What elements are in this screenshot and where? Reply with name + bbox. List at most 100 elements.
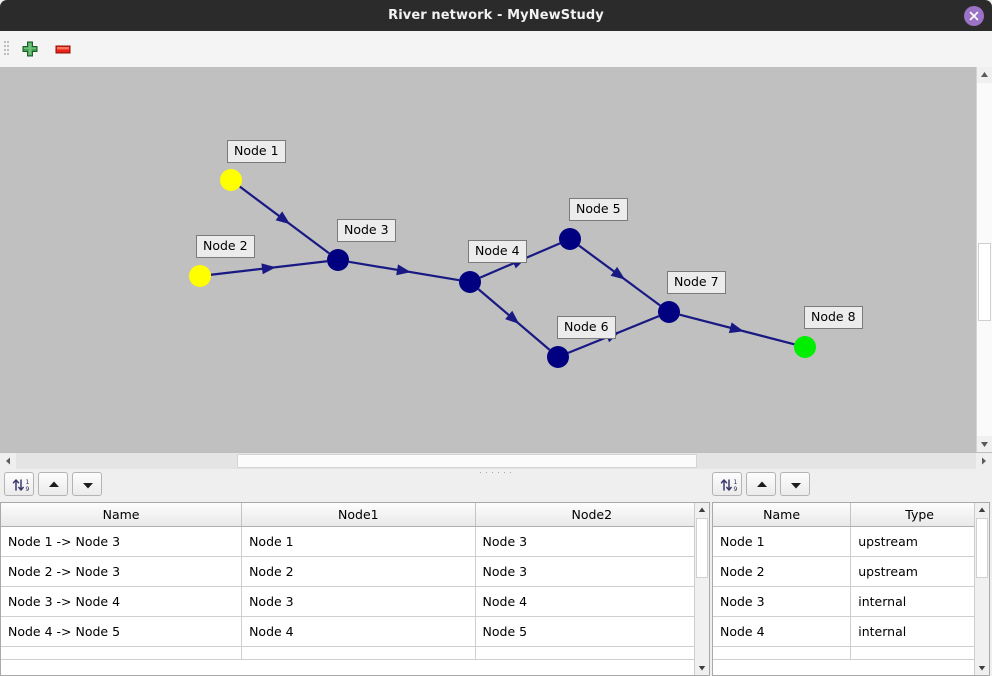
reaches-vscroll-up-arrow[interactable]	[695, 503, 709, 518]
splitter-grip	[480, 472, 516, 474]
nodes-cell[interactable]	[713, 646, 852, 660]
node-label-node8[interactable]: Node 8	[804, 306, 863, 329]
reaches-column-header[interactable]: Node1	[241, 503, 476, 527]
node-label-node6[interactable]: Node 6	[557, 316, 616, 339]
reaches-cell[interactable]	[475, 646, 709, 660]
node-label-node2[interactable]: Node 2	[196, 235, 255, 258]
reaches-sort-icon[interactable]: 1 9	[4, 472, 34, 496]
edge-arrow	[728, 322, 744, 334]
nodes-vscroll-up-arrow[interactable]	[975, 503, 989, 518]
reaches-vscroll-down-arrow[interactable]	[695, 660, 709, 675]
nodes-move-up-button[interactable]	[746, 472, 776, 496]
network-canvas[interactable]: Node 1 Node 2 Node 3 Node 4 Node 5 Node 6 Node…	[0, 67, 992, 452]
reaches-vscroll-thumb[interactable]	[696, 518, 708, 578]
nodes-cell[interactable]: upstream	[850, 526, 989, 557]
nodes-layer	[189, 169, 816, 368]
nodes-cell[interactable]: internal	[850, 586, 989, 617]
nodes-cell[interactable]: Node 4	[713, 616, 852, 647]
reaches-move-up-button[interactable]	[38, 472, 68, 496]
reaches-cell[interactable]: Node 5	[475, 616, 709, 647]
reaches-cell[interactable]: Node 4 -> Node 5	[1, 616, 243, 647]
edge-arrow	[505, 310, 520, 325]
hscroll-right-arrow[interactable]	[976, 453, 992, 469]
reaches-cell[interactable]: Node 2 -> Node 3	[1, 556, 243, 587]
hscroll-thumb[interactable]	[237, 454, 697, 468]
nodes-column-header[interactable]: Type	[850, 503, 989, 527]
node-node1[interactable]	[220, 169, 242, 191]
svg-text:9: 9	[26, 486, 30, 493]
node-node3[interactable]	[327, 249, 349, 271]
reaches-vertical-scrollbar[interactable]	[694, 503, 709, 675]
node-label-node4[interactable]: Node 4	[468, 240, 527, 263]
reaches-move-down-button[interactable]	[72, 472, 102, 496]
node-node6[interactable]	[547, 346, 569, 368]
reaches-cell[interactable]: Node 4	[475, 586, 709, 617]
reaches-cell[interactable]: Node 2	[241, 556, 476, 587]
reaches-cell[interactable]: Node 3	[475, 556, 709, 587]
edge-arrow	[610, 266, 626, 280]
reaches-cell[interactable]	[1, 646, 243, 660]
nodes-sort-icon[interactable]: 1 9	[712, 472, 742, 496]
nodes-cell[interactable]	[850, 646, 989, 660]
close-icon[interactable]	[964, 6, 984, 26]
edges-layer	[210, 185, 795, 354]
node-node2[interactable]	[189, 265, 211, 287]
vscroll-down-arrow[interactable]	[977, 436, 992, 452]
node-node5[interactable]	[559, 228, 581, 250]
reaches-cell[interactable]: Node 3	[241, 586, 476, 617]
node-label-node5[interactable]: Node 5	[569, 198, 628, 221]
nodes-table-row-partial[interactable]	[713, 646, 989, 660]
nodes-vertical-scrollbar[interactable]	[974, 503, 989, 675]
reaches-column-header[interactable]: Name	[1, 503, 243, 527]
delete-minus-icon[interactable]	[53, 39, 73, 59]
toolbar-grip[interactable]	[4, 41, 9, 57]
node-label-node7[interactable]: Node 7	[667, 271, 726, 294]
reaches-table-row-partial[interactable]	[1, 646, 709, 660]
reaches-column-header[interactable]: Node2	[475, 503, 709, 527]
nodes-vscroll-thumb[interactable]	[976, 518, 988, 578]
nodes-cell[interactable]: upstream	[850, 556, 989, 587]
node-label-node1[interactable]: Node 1	[227, 140, 286, 163]
nodes-cell[interactable]: Node 1	[713, 526, 852, 557]
node-node8[interactable]	[794, 336, 816, 358]
reaches-cell[interactable]: Node 3 -> Node 4	[1, 586, 243, 617]
edge-arrow	[275, 211, 291, 225]
title-bar: River network - MyNewStudy	[0, 0, 992, 31]
reaches-cell[interactable]: Node 3	[475, 526, 709, 557]
node-node4[interactable]	[459, 271, 481, 293]
pane-splitter[interactable]	[0, 469, 992, 476]
node-node7[interactable]	[658, 301, 680, 323]
canvas-vertical-scrollbar[interactable]	[976, 67, 992, 452]
nodes-cell[interactable]: Node 2	[713, 556, 852, 587]
vscroll-up-arrow[interactable]	[977, 67, 992, 83]
network-diagram[interactable]	[0, 67, 992, 452]
nodes-vscroll-down-arrow[interactable]	[975, 660, 989, 675]
node-label-node3[interactable]: Node 3	[337, 219, 396, 242]
nodes-column-header[interactable]: Name	[713, 503, 852, 527]
canvas-horizontal-scrollbar[interactable]	[0, 452, 992, 469]
reaches-cell[interactable]	[241, 646, 476, 660]
vscroll-thumb[interactable]	[978, 243, 991, 321]
nodes-move-down-button[interactable]	[780, 472, 810, 496]
add-plus-icon[interactable]	[20, 39, 40, 59]
nodes-cell[interactable]: Node 3	[713, 586, 852, 617]
hscroll-left-arrow[interactable]	[0, 453, 16, 469]
nodes-cell[interactable]: internal	[850, 616, 989, 647]
reaches-cell[interactable]: Node 1 -> Node 3	[1, 526, 243, 557]
reaches-cell[interactable]: Node 4	[241, 616, 476, 647]
edge-arrow	[396, 264, 411, 276]
reaches-cell[interactable]: Node 1	[241, 526, 476, 557]
